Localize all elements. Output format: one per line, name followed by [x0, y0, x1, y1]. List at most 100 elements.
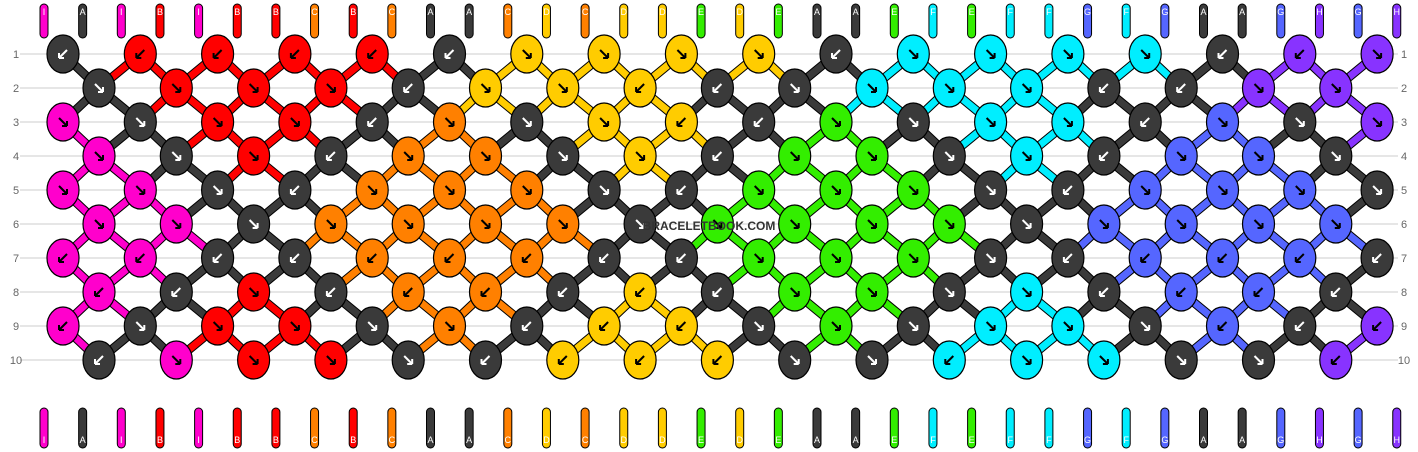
knot-arrow-shaft: [558, 287, 568, 297]
knot-arrow-head: [1144, 189, 1151, 195]
knot-arrow-shaft: [1372, 49, 1382, 59]
knot-arrow-shaft: [290, 253, 300, 263]
knot-arrow-head: [252, 359, 259, 365]
knot-arrow-head: [603, 53, 610, 59]
knot-arrow-shaft: [558, 151, 568, 161]
knot-arrow-head: [676, 325, 683, 331]
knot-arrow-head: [175, 359, 182, 365]
knot-arrow-shaft: [1140, 117, 1150, 127]
top-string-label: C: [582, 7, 589, 17]
knot: [355, 34, 389, 74]
knot: [1128, 34, 1162, 74]
bottom-string-label: A: [80, 435, 86, 445]
knot: [123, 306, 157, 346]
knot-arrow-shaft: [1099, 355, 1109, 365]
knot: [510, 34, 544, 74]
knot-arrow-shaft: [676, 321, 687, 331]
knot-arrow-head: [603, 189, 610, 195]
knot-arrow-shaft: [676, 49, 687, 59]
knot-arrow-head: [753, 121, 760, 127]
bottom-string-label: C: [311, 435, 318, 445]
knot: [159, 68, 193, 108]
knot-arrow-shaft: [1176, 151, 1186, 161]
knot-arrow-head: [1102, 223, 1109, 229]
bottom-string-label: C: [582, 435, 589, 445]
knot-arrow-shaft: [522, 253, 532, 263]
knot: [355, 102, 389, 142]
knot-arrow-shaft: [1372, 321, 1382, 331]
knot-arrow-head: [712, 291, 719, 297]
knot-arrow-shaft: [985, 321, 996, 331]
knot: [1360, 238, 1394, 278]
top-string-label: E: [891, 7, 897, 17]
knot-arrow-head: [1144, 53, 1151, 59]
knot-arrow-head: [371, 189, 378, 195]
top-string-label: C: [505, 7, 512, 17]
knot-arrow-head: [831, 53, 837, 59]
knot-arrow-head: [793, 223, 800, 229]
bottom-string-label: G: [1277, 435, 1284, 445]
knot-arrow-head: [561, 223, 568, 229]
knot: [546, 272, 580, 312]
knot-arrow-head: [62, 121, 68, 127]
knot-arrow-shaft: [58, 117, 68, 127]
knot-arrow-shaft: [326, 355, 336, 365]
knot-arrow-shaft: [522, 321, 532, 331]
top-string-label: H: [1394, 7, 1401, 17]
knot-arrow-shaft: [831, 321, 841, 331]
knot-arrow-shaft: [1331, 151, 1341, 161]
knot: [1319, 204, 1353, 244]
knot: [819, 102, 853, 142]
knot-arrow-shaft: [58, 321, 68, 331]
knot-arrow-head: [871, 223, 877, 229]
knot-arrow-shaft: [248, 219, 259, 229]
knot: [314, 272, 348, 312]
knot: [355, 238, 389, 278]
knot-arrow-shaft: [248, 287, 259, 297]
knot-arrow-shaft: [867, 151, 877, 161]
knot-arrow-shaft: [789, 219, 800, 229]
knot-arrow-shaft: [326, 219, 336, 229]
knot-arrow-head: [989, 257, 996, 263]
knot-arrow-shaft: [831, 117, 841, 127]
knot-arrow-head: [676, 257, 683, 263]
knot-arrow-shaft: [403, 355, 413, 365]
knot-arrow-shaft: [403, 219, 413, 229]
knot: [1009, 204, 1044, 244]
knot-arrow-shaft: [985, 117, 996, 127]
knot: [237, 204, 271, 244]
knot: [1205, 170, 1240, 210]
knot-arrow-shaft: [1140, 321, 1150, 331]
bottom-string-label: D: [543, 435, 550, 445]
knot: [1319, 272, 1353, 312]
knot-arrow-shaft: [558, 83, 568, 93]
knot: [314, 204, 348, 244]
top-string-label: E: [698, 7, 704, 17]
knot-arrow-head: [1376, 189, 1383, 195]
knot: [391, 272, 425, 312]
knot-arrow-head: [835, 325, 841, 331]
knot-arrow-head: [989, 53, 996, 59]
knot-arrow-shaft: [522, 49, 532, 59]
knot-arrow-shaft: [94, 287, 104, 297]
bottom-string-label: A: [1200, 435, 1206, 445]
knot: [546, 68, 580, 108]
knot-arrow-head: [407, 155, 414, 161]
knot-arrow-shaft: [753, 321, 764, 331]
bottom-string-label: B: [350, 435, 356, 445]
knot-arrow-shaft: [480, 151, 491, 161]
bottom-string-label: E: [891, 435, 897, 445]
knot: [510, 306, 544, 346]
knot: [278, 34, 312, 74]
knot: [623, 272, 657, 312]
knot-arrow-shaft: [94, 151, 104, 161]
knot: [587, 102, 621, 142]
knot-arrow-head: [835, 189, 841, 195]
knot-arrow-shaft: [908, 117, 919, 127]
bottom-string-label: E: [775, 435, 781, 445]
knot-arrow-head: [521, 325, 528, 331]
bottom-string-label: D: [736, 435, 743, 445]
knot: [237, 272, 271, 312]
knot-arrow-shaft: [599, 321, 609, 331]
